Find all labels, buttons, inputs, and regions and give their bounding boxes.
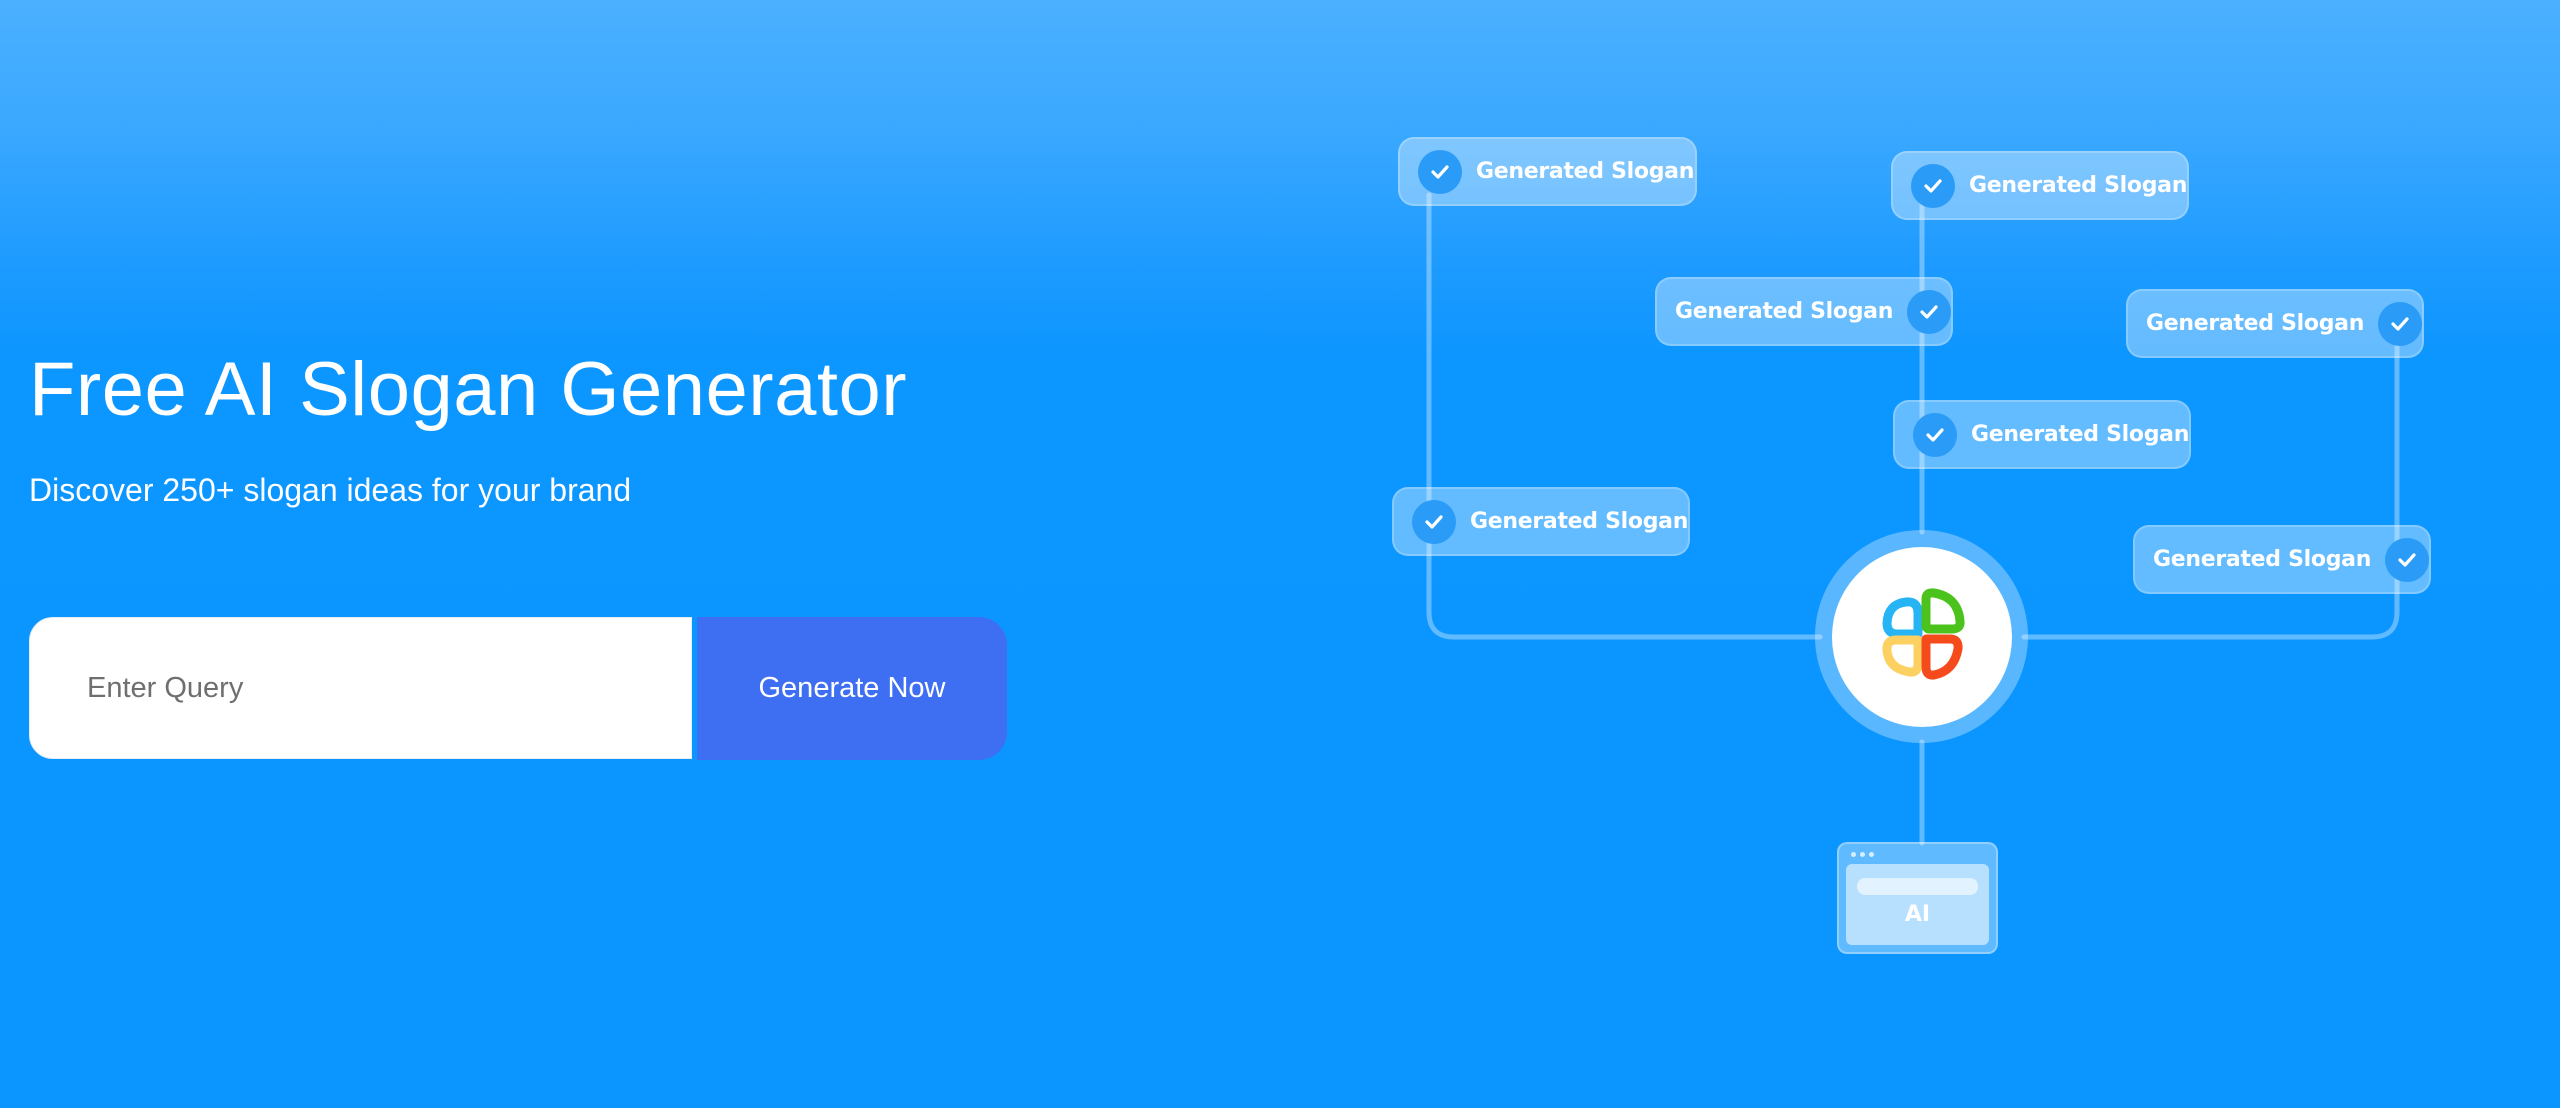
check-circle-icon: [2378, 301, 2423, 346]
generated-slogan-chip: Generated Slogan: [1655, 277, 1953, 346]
query-input[interactable]: [29, 617, 692, 759]
check-circle-icon: [1412, 499, 1456, 544]
check-circle-icon: [1913, 412, 1957, 457]
chip-label: Generated Slogan: [1675, 299, 1894, 324]
chip-label: Generated Slogan: [1971, 422, 2190, 447]
check-circle-icon: [1907, 289, 1952, 334]
check-circle-icon: [1418, 149, 1462, 194]
window-dots-icon: [1851, 852, 1874, 857]
ai-window-box: AI: [1837, 842, 1998, 954]
generated-slogan-chip: Generated Slogan: [2133, 525, 2431, 594]
generated-slogan-chip: Generated Slogan: [1891, 151, 2189, 220]
ai-label: AI: [1904, 902, 1931, 927]
generated-slogan-chip: Generated Slogan: [1398, 137, 1697, 206]
hub-circle: [1815, 530, 2028, 743]
page-title: Free AI Slogan Generator: [29, 347, 908, 432]
generated-slogan-chip: Generated Slogan: [2126, 289, 2424, 358]
chip-label: Generated Slogan: [1969, 173, 2188, 198]
four-petal-logo-icon: [1881, 587, 1965, 680]
ai-input-bar: [1857, 878, 1978, 895]
ai-screen: AI: [1846, 864, 1989, 945]
check-circle-icon: [1911, 163, 1955, 208]
generate-now-button[interactable]: Generate Now: [697, 617, 1007, 760]
chip-label: Generated Slogan: [1476, 159, 1695, 184]
page-subtitle: Discover 250+ slogan ideas for your bran…: [29, 472, 632, 508]
check-circle-icon: [2385, 537, 2430, 582]
hub-inner: [1831, 546, 2012, 727]
chip-label: Generated Slogan: [1470, 509, 1689, 534]
chip-label: Generated Slogan: [2153, 547, 2372, 572]
generated-slogan-chip: Generated Slogan: [1392, 487, 1690, 556]
chip-label: Generated Slogan: [2146, 311, 2365, 336]
generated-slogan-chip: Generated Slogan: [1893, 400, 2191, 469]
slogan-search-form: Generate Now: [29, 617, 1007, 760]
